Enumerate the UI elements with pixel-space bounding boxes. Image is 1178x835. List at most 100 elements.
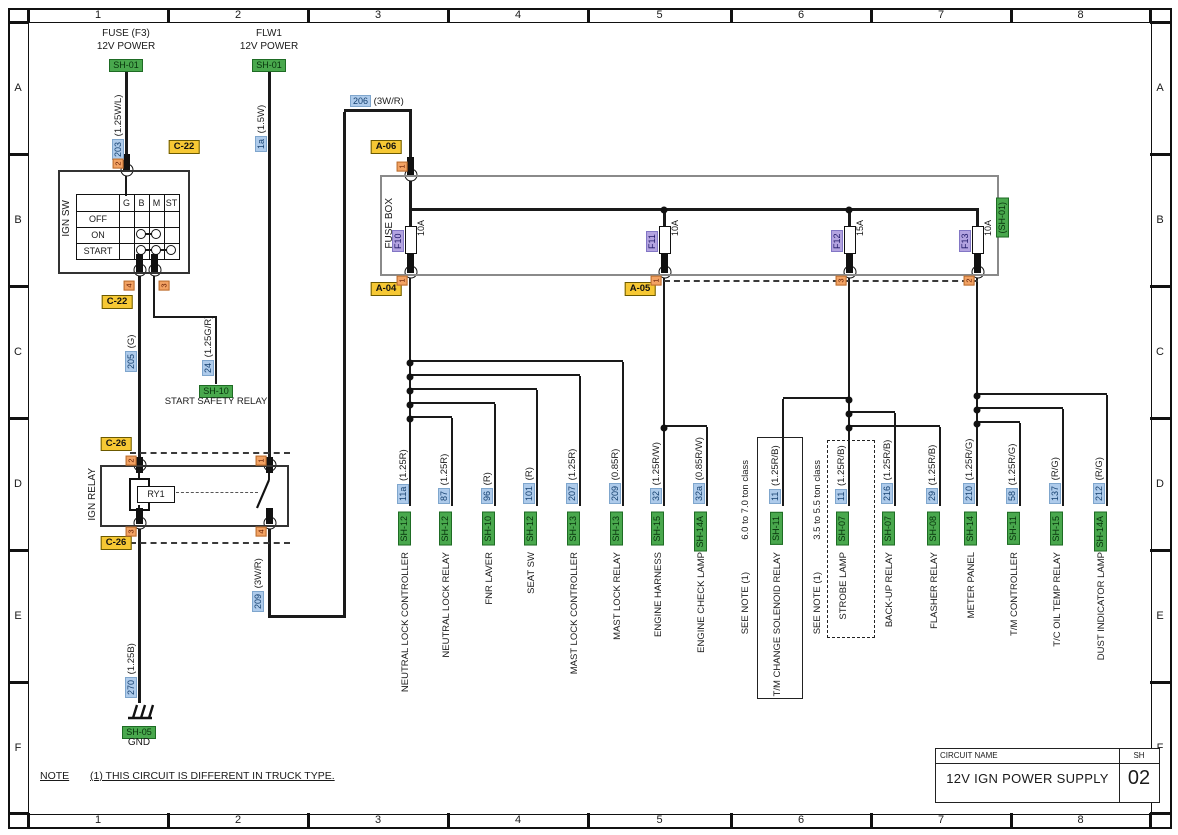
frame-mark (8, 152, 28, 156)
wire-segment (124, 70, 128, 156)
wire-label: 212 (R/G) (1093, 457, 1105, 504)
sh-label: SH (1133, 751, 1145, 760)
sh-ref-badge: SH-07 (836, 512, 849, 546)
frame-mark (8, 416, 28, 420)
zone-col-label: 5 (656, 9, 663, 21)
sh-ref-badge: (SH-01) (996, 198, 1009, 238)
component-name: STROBE LAMP (838, 552, 849, 620)
class-label: 6.0 to 7.0 ton class (740, 460, 751, 540)
zone-row-label: E (1156, 610, 1164, 622)
contact-circle (150, 229, 161, 239)
zone-col-label: 2 (234, 9, 242, 21)
wire-label: 11 (1.25R/B) (769, 445, 781, 504)
wire-segment (847, 210, 851, 226)
wire-label: 96 (R) (481, 472, 493, 504)
option-box-dashdot (827, 440, 875, 638)
junction-dot (406, 359, 414, 367)
wire-label-206: 206 (3W/R) (350, 95, 404, 107)
option-box-solid (757, 437, 803, 699)
wire-label-270: 270 (1.25B) (125, 643, 137, 698)
contact-circle (165, 245, 176, 255)
junction-dot (845, 206, 853, 214)
wire-segment (1062, 409, 1064, 506)
zone-col-label: 1 (94, 814, 102, 826)
junction-dot (660, 206, 668, 214)
frame-mark (1150, 680, 1170, 684)
fuse-id: F10 (392, 230, 404, 252)
wire-segment (215, 318, 217, 384)
frame-mark (1148, 813, 1152, 827)
wire-segment (410, 374, 580, 376)
wire-label: 209 (0.85R) (609, 449, 621, 504)
wire-segment (138, 473, 140, 480)
wire-label-1a: 1a (1.5W) (255, 105, 267, 152)
junction-dot (660, 424, 668, 432)
wire-segment (451, 418, 453, 506)
wire-label: 11 (1.25R/B) (835, 445, 847, 504)
component-name: T/M CHANGE SOLENOID RELAY (772, 552, 783, 697)
frame-mark (729, 8, 733, 22)
row-label: OFF (89, 214, 107, 224)
zone-col-label: 6 (797, 814, 805, 826)
relay-link-dashed (176, 492, 258, 493)
connector-badge-c26: C-26 (100, 536, 132, 550)
wire-segment (408, 176, 412, 210)
wire-label-203: 203 (1.25W/L) (112, 95, 124, 160)
sh-ref-badge: SH-14 (964, 512, 977, 546)
wire-label-24: 24 (1.25G/R) (202, 316, 214, 376)
connector-badge-c22: C-22 (101, 295, 133, 309)
contact-circle (135, 229, 146, 239)
relay-switch-blade (255, 479, 271, 509)
fuse-rating: 10A (416, 219, 426, 236)
wire-label: 210 (1.25R/G) (963, 439, 975, 504)
sh-ref-badge: SH-01 (249, 55, 289, 73)
zone-row-label: E (14, 610, 22, 622)
wire-segment (125, 172, 127, 196)
wire-segment (975, 210, 979, 226)
sh-ref-badge: SH-10 (196, 381, 236, 399)
zone-row-label: C (1156, 346, 1164, 358)
source-name2: 12V POWER (96, 41, 156, 52)
wire-segment (342, 112, 346, 618)
connector-plane-dashed (664, 280, 978, 282)
wire-label: 29 (1.25R/B) (926, 445, 938, 504)
pin-number: 1 (396, 161, 408, 172)
col-header: B (138, 198, 145, 208)
wire-segment (782, 399, 784, 506)
sh-ref-badge: SH-11 (1007, 512, 1020, 545)
note-text: (1) THIS CIRCUIT IS DIFFERENT IN TRUCK T… (90, 770, 335, 782)
zone-row-label: D (1156, 478, 1164, 490)
junction-dot (845, 396, 853, 404)
ign-relay-box (100, 465, 289, 527)
wire-label: 207 (1.25R) (566, 449, 578, 504)
connector-pin (407, 157, 414, 176)
zone-col-label: 8 (1077, 814, 1084, 826)
ign-sw-label: IGN SW (61, 200, 72, 237)
pin-number: 2 (112, 158, 124, 169)
wire-segment (1106, 395, 1108, 506)
junction-dot (845, 410, 853, 418)
component-name: SEAT SW (526, 552, 537, 594)
connector-pin (136, 508, 143, 524)
frame-mark (1148, 8, 1152, 22)
frame-mark (8, 548, 28, 552)
connector-pin (406, 254, 414, 273)
wire-segment (706, 427, 708, 506)
connector-pin (660, 254, 668, 273)
wire-segment (536, 390, 538, 506)
sh-ref-badge: SH-12 (524, 512, 537, 546)
fuse-rating: 15A (855, 219, 865, 236)
wire-segment (137, 274, 141, 462)
pin-number: 3 (835, 275, 847, 286)
sh-ref-badge: SH-10 (482, 512, 495, 546)
wire-segment (977, 421, 1020, 423)
component-name: FLASHER RELAY (929, 552, 940, 629)
component-name: DUST INDICATOR LAMP (1096, 552, 1107, 661)
wire-segment (494, 404, 496, 506)
wire-segment (410, 402, 495, 404)
sh-ref-badge: SH-08 (927, 512, 940, 546)
component-name: ENGINE CHECK LAMP (696, 552, 707, 653)
wire-segment (137, 524, 141, 703)
wire-segment (977, 407, 1063, 409)
wire-segment (344, 108, 412, 112)
